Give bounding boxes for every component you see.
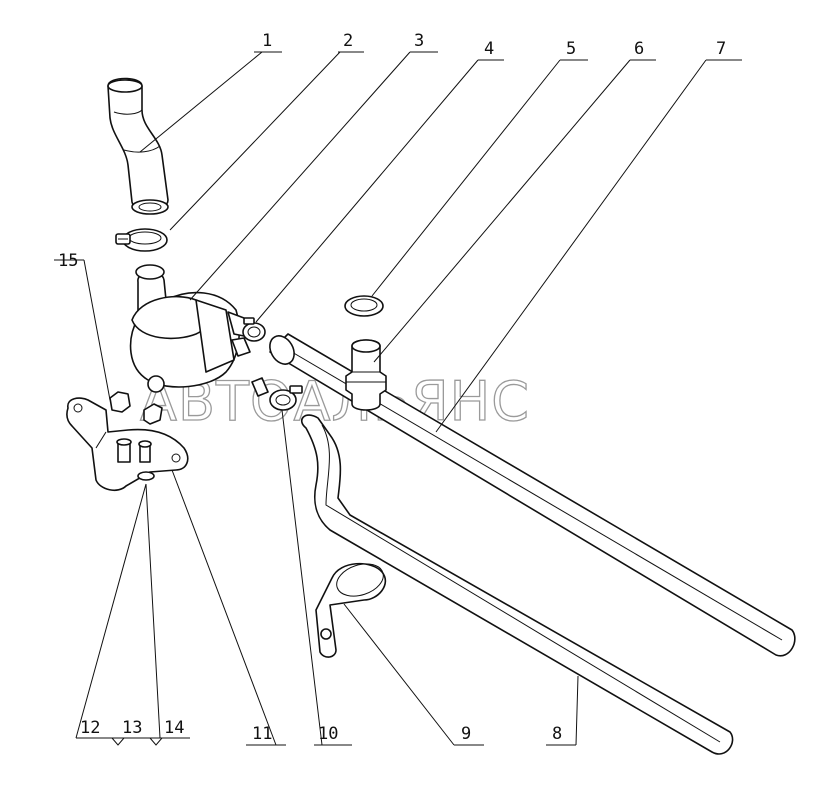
callout-labels: 1 2 3 4 5 6 7 8 9 10 11 12 13 14 15 — [58, 31, 726, 744]
leader-lines — [54, 51, 742, 746]
part-10-small-clamp — [251, 377, 303, 411]
part-12-13-14-fasteners — [116, 438, 155, 481]
part-7-long-pipe — [269, 333, 796, 657]
part-4-small-clamp — [242, 317, 266, 342]
callout-11: 11 — [252, 724, 272, 744]
part-5-ring-washer — [344, 295, 384, 317]
callout-6: 6 — [634, 39, 644, 59]
callout-15: 15 — [58, 251, 78, 271]
callout-9: 9 — [461, 724, 471, 744]
callout-12: 12 — [80, 718, 100, 738]
part-2-hose-clamp — [115, 228, 168, 252]
callout-3: 3 — [414, 31, 424, 51]
part-6-union-fitting — [345, 339, 387, 411]
callout-2: 2 — [343, 31, 353, 51]
callout-14: 14 — [164, 718, 184, 738]
callout-8: 8 — [552, 724, 562, 744]
callout-10: 10 — [318, 724, 338, 744]
callout-13: 13 — [122, 718, 142, 738]
callout-5: 5 — [566, 39, 576, 59]
part-3-valve-body — [129, 264, 252, 393]
part-9-clamp-bracket — [315, 562, 387, 658]
part-15-bolt — [109, 391, 163, 425]
callout-4: 4 — [484, 39, 494, 59]
part-8-lower-pipe — [301, 414, 734, 755]
part-1-upper-hose — [107, 77, 169, 215]
callout-1: 1 — [262, 31, 272, 51]
callout-7: 7 — [716, 39, 726, 59]
